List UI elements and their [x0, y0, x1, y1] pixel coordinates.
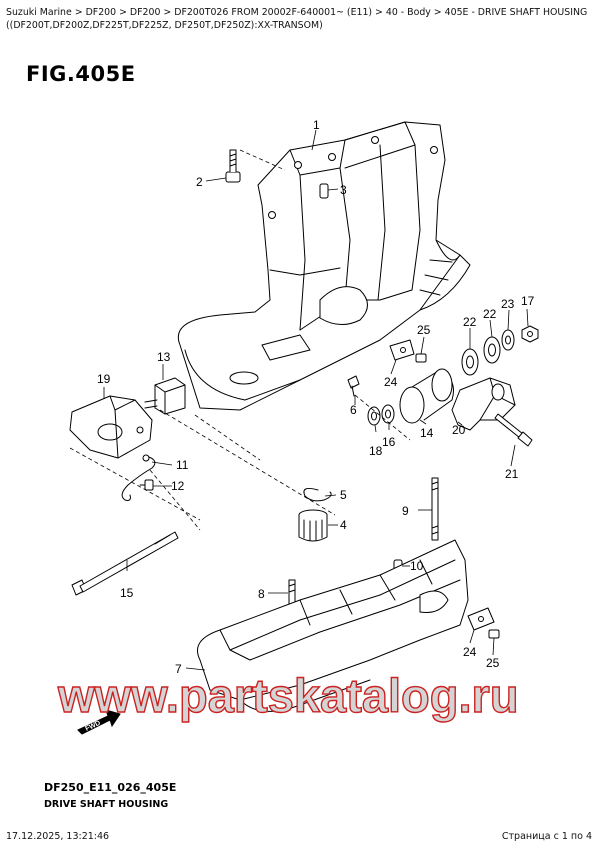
callout-23: 23	[501, 297, 515, 311]
callout-13: 13	[157, 350, 171, 364]
callout-25-lower: 25	[486, 656, 500, 670]
washer-part-23[interactable]	[501, 329, 515, 351]
screw-part-25-lower[interactable]	[488, 629, 500, 639]
bolt-part-6[interactable]	[347, 375, 360, 397]
callout-18: 18	[369, 444, 383, 458]
diagram-code: DF250_E11_026_405E	[44, 781, 177, 794]
page-info: Страница с 1 по 4	[501, 831, 592, 842]
bushing-part-4[interactable]	[298, 509, 328, 542]
callout-12: 12	[171, 479, 185, 493]
washer-part-18[interactable]	[367, 406, 381, 426]
callout-7: 7	[175, 662, 182, 676]
nut-part-17[interactable]	[521, 325, 539, 343]
clip-part-5[interactable]	[303, 488, 332, 502]
leader-lines	[103, 129, 529, 671]
sensor-part-13[interactable]	[144, 377, 186, 415]
callout-4: 4	[340, 518, 347, 532]
stud-part-9[interactable]	[431, 477, 439, 541]
breadcrumb: Suzuki Marine > DF200 > DF200 > DF200T02…	[6, 7, 588, 31]
alignment-lines	[69, 149, 411, 531]
callout-9: 9	[402, 504, 409, 518]
callout-1: 1	[313, 118, 320, 132]
callout-16: 16	[382, 435, 396, 449]
callout-19: 19	[97, 372, 111, 386]
callout-22a: 22	[463, 315, 477, 329]
callout-5: 5	[340, 488, 347, 502]
callout-11: 11	[176, 458, 189, 472]
callout-6: 6	[350, 403, 357, 417]
diagram-name: DRIVE SHAFT HOUSING	[44, 799, 169, 810]
washer-part-22-a[interactable]	[461, 348, 479, 376]
callout-17: 17	[521, 294, 535, 308]
screw-part-25-upper[interactable]	[415, 353, 427, 363]
lower-housing-part-7[interactable]	[197, 539, 469, 712]
clamp-part-19[interactable]	[69, 395, 153, 459]
callout-2: 2	[196, 175, 203, 189]
bolt-part-2[interactable]	[225, 149, 241, 183]
washer-part-22-b[interactable]	[483, 336, 501, 364]
callout-8: 8	[258, 587, 265, 601]
drive-shaft-housing-part[interactable]	[178, 121, 471, 411]
long-bolt-part-15[interactable]	[71, 531, 179, 596]
figure-title: FIG.405E	[26, 62, 136, 86]
plate-part-24-lower[interactable]	[467, 607, 495, 631]
bolt-part-21[interactable]	[494, 413, 533, 447]
callout-10: 10	[410, 559, 424, 573]
callout-15: 15	[120, 586, 134, 600]
callout-20: 20	[452, 423, 466, 437]
bushing-part-14[interactable]	[399, 368, 454, 424]
plate-part-24-upper[interactable]	[389, 339, 415, 361]
dowel-pin-part-3[interactable]	[319, 183, 329, 199]
clip-part-11[interactable]	[121, 455, 156, 501]
callout-21: 21	[505, 467, 519, 481]
callouts: 1 2 3 5 4 6 7 8 9 10 11 12 13 14 15 16 1…	[97, 118, 535, 676]
callout-14: 14	[420, 426, 434, 440]
callout-24-lower: 24	[463, 645, 477, 659]
callout-25-upper: 25	[417, 323, 431, 337]
callout-22b: 22	[483, 307, 497, 321]
screw-part-12[interactable]	[139, 479, 154, 491]
callout-24-upper: 24	[384, 375, 398, 389]
print-timestamp: 17.12.2025, 13:21:46	[6, 831, 110, 842]
watermark: www.partskatalog.ru	[57, 669, 519, 722]
washer-part-16[interactable]	[381, 404, 395, 424]
callout-3: 3	[340, 183, 347, 197]
